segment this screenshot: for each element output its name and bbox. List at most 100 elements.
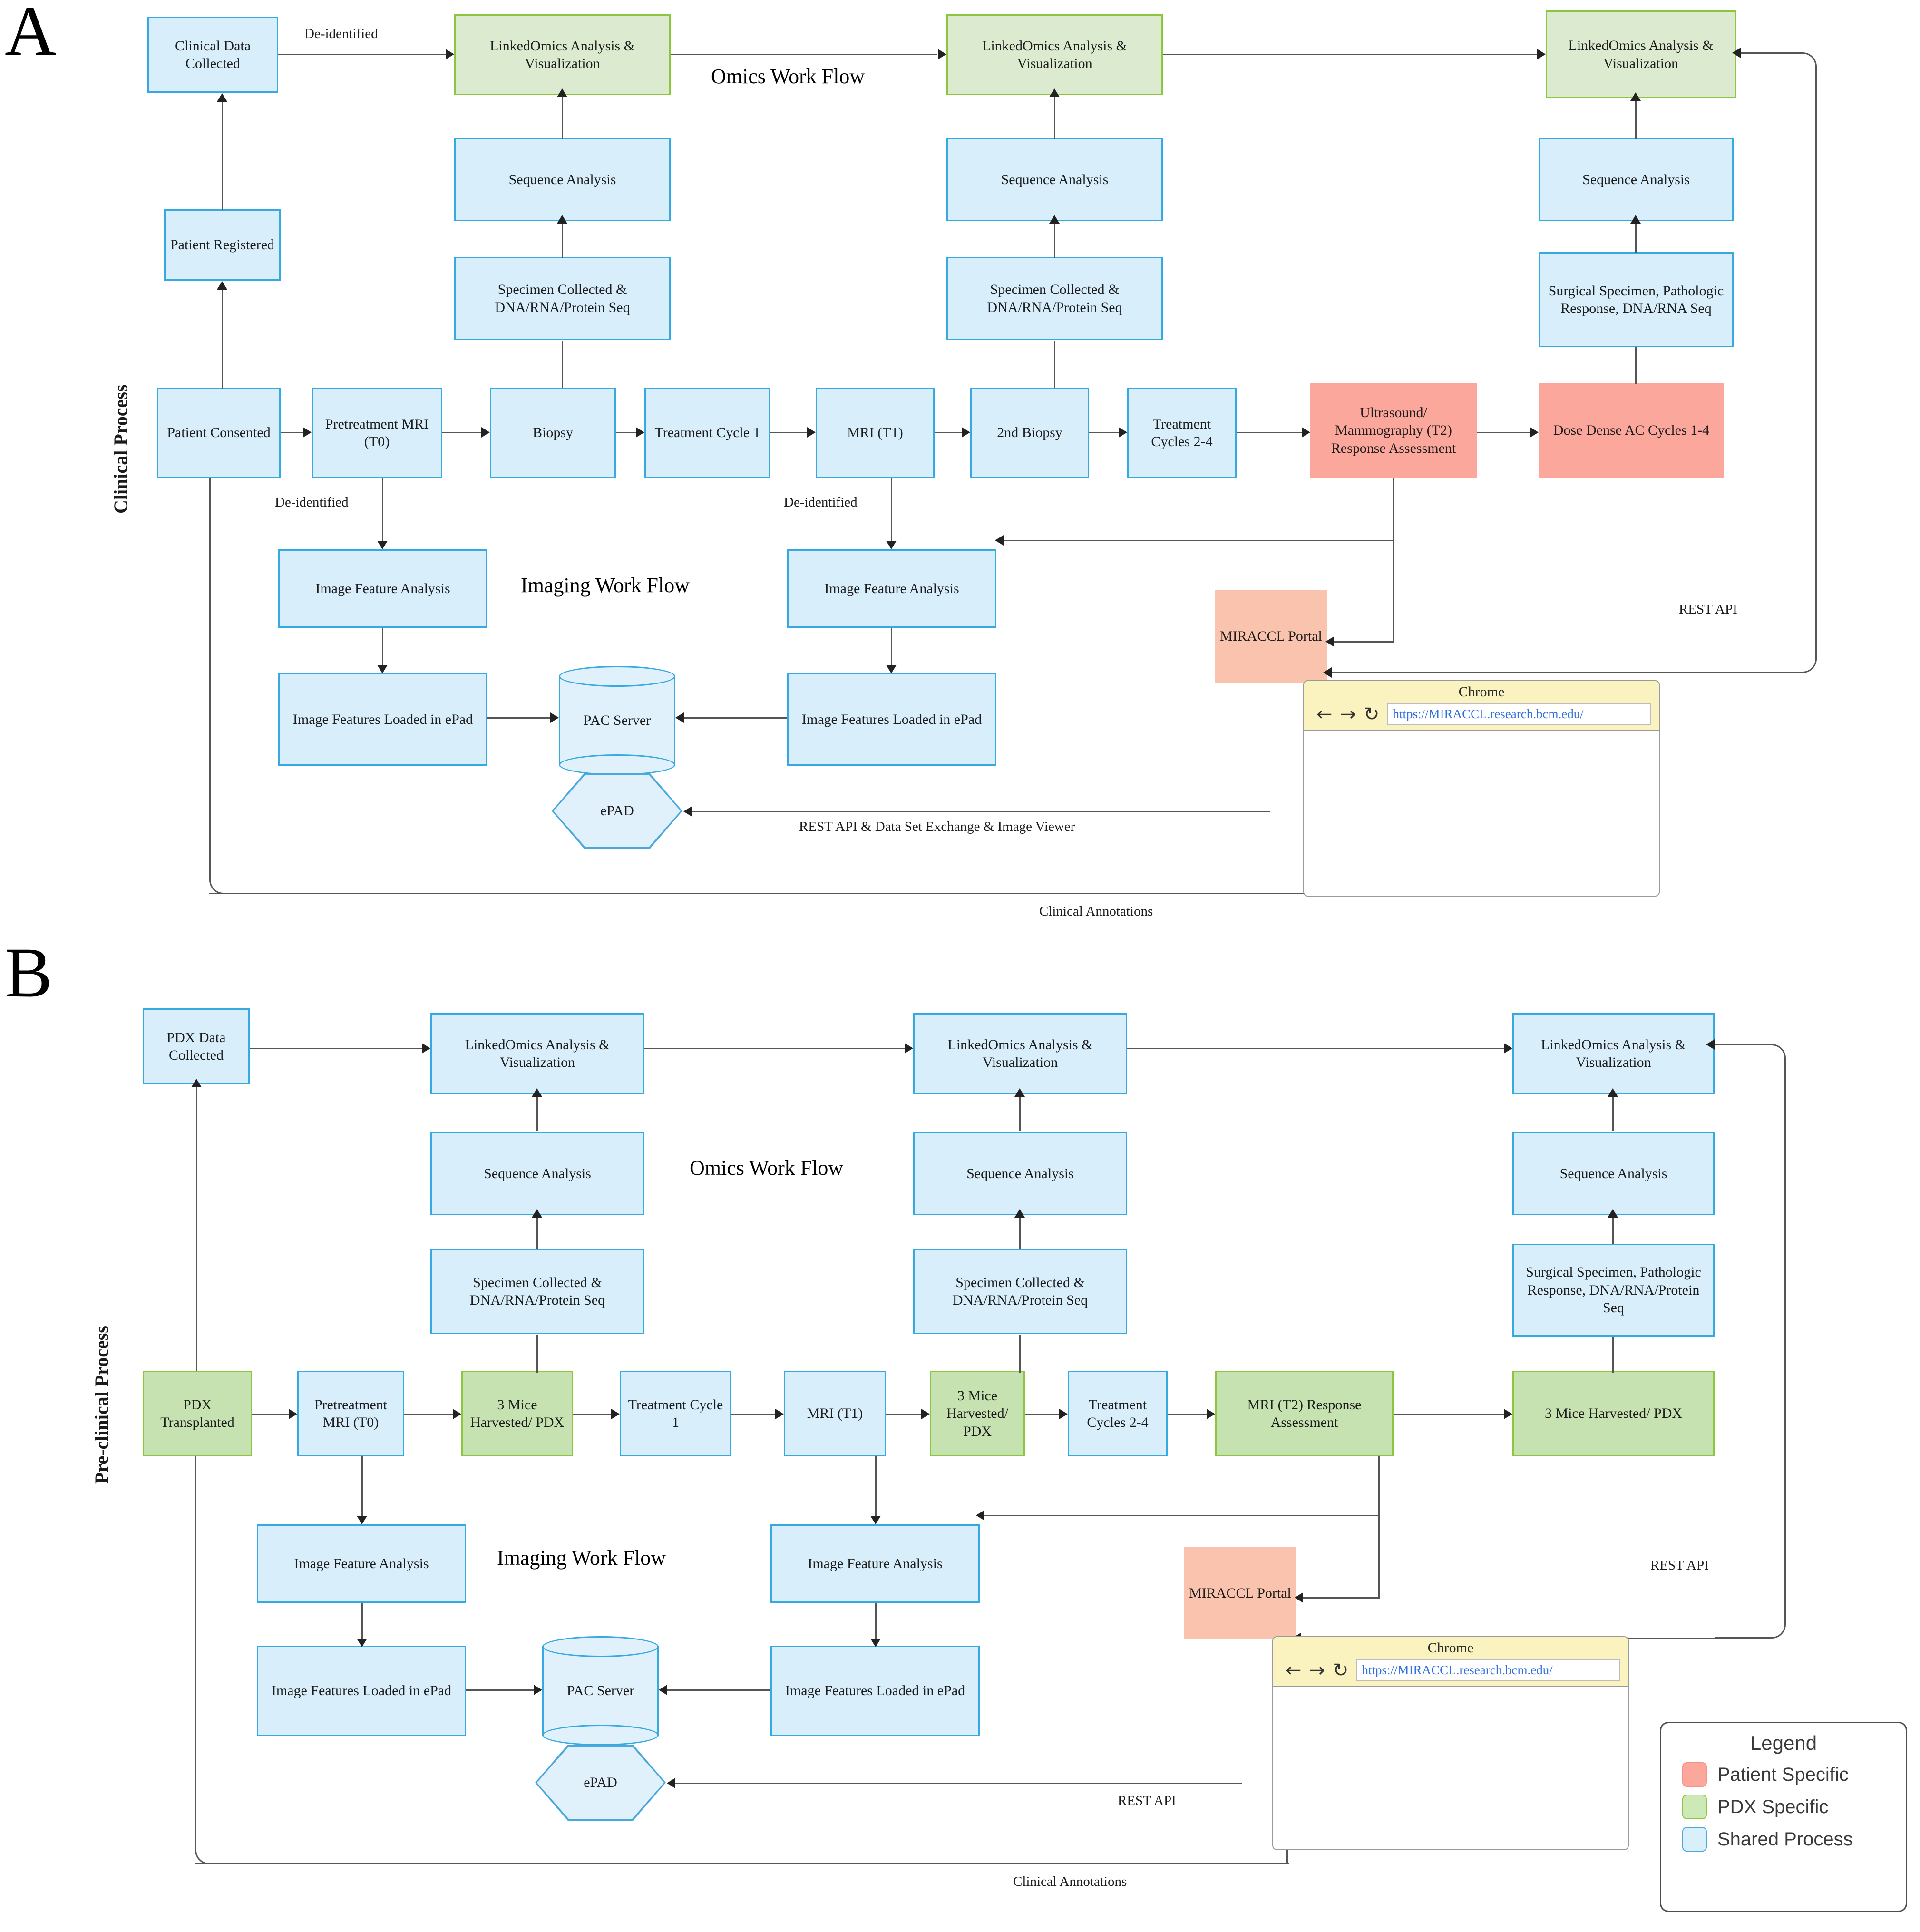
- edge-spec-seq-b3: [1612, 1216, 1614, 1244]
- node-pretreatment-mri-a: Pretreatment MRI (T0): [312, 388, 442, 478]
- edge-mice-spec-b3: [1612, 1337, 1614, 1373]
- legend-title: Legend: [1750, 1732, 1817, 1754]
- edge-spec-seq-b1: [536, 1216, 538, 1249]
- node-pdx-transplanted: PDX Transplanted: [143, 1371, 252, 1456]
- edge-mrit2-left-b: [984, 1515, 1380, 1516]
- arrowhead: [807, 427, 816, 438]
- node-patient-consented: Patient Consented: [157, 388, 281, 478]
- address-bar-b[interactable]: https://MIRACCL.research.bcm.edu/: [1356, 1659, 1620, 1681]
- legend-item-shared-process: Shared Process: [1682, 1827, 1906, 1852]
- edge-mri-ifa-b1: [361, 1456, 363, 1516]
- arrowhead: [775, 1409, 784, 1419]
- edge-row-a6: [1089, 432, 1119, 433]
- arrowhead: [532, 1209, 542, 1218]
- panel-a-side-label: Clinical Process: [110, 384, 131, 514]
- arrowhead: [1295, 1592, 1303, 1603]
- node-image-features-epad-a1: Image Features Loaded in ePad: [278, 673, 487, 766]
- node-sequence-analysis-a1: Sequence Analysis: [454, 138, 671, 221]
- panel-b-side-label: Pre-clinical Process: [91, 1326, 112, 1484]
- edge-mrit2-portal-h-b: [1303, 1597, 1380, 1599]
- arrowhead: [532, 1088, 542, 1097]
- node-treatment-cycle-1-a: Treatment Cycle 1: [644, 388, 770, 478]
- edge-seq-lo-b1: [536, 1095, 538, 1131]
- edge-row-a8: [1477, 432, 1530, 433]
- arrowhead: [886, 541, 897, 549]
- node-treatment-cycle-1-b: Treatment Cycle 1: [620, 1371, 731, 1456]
- edge-label-rest-api-right-b: REST API: [1650, 1558, 1709, 1573]
- chrome-toolbar-b: Chrome ← → ↻ https://MIRACCL.research.bc…: [1273, 1637, 1628, 1687]
- node-mice-harvested-b2: 3 Mice Harvested/ PDX: [930, 1371, 1025, 1456]
- edge-seq-lo-a2: [1054, 95, 1055, 139]
- arrowhead: [659, 1685, 667, 1695]
- arrowhead: [886, 665, 897, 673]
- node-pretreatment-mri-b: Pretreatment MRI (T0): [297, 1371, 404, 1456]
- edge-feat-pac-b2: [667, 1689, 770, 1691]
- left-arrow-icon[interactable]: ←: [1286, 1659, 1302, 1681]
- edge-ifa-feat-a1: [382, 628, 383, 665]
- arrowhead: [995, 535, 1004, 546]
- node-linkedomics-b3: LinkedOmics Analysis & Visualization: [1512, 1013, 1715, 1094]
- arrowhead: [1059, 1409, 1068, 1419]
- arrowhead: [611, 1409, 620, 1419]
- edge-row-a2: [442, 432, 481, 433]
- reload-icon[interactable]: ↻: [1333, 1659, 1349, 1681]
- edge-clinical-annot-h-b: [195, 1863, 1288, 1864]
- arrowhead: [357, 1639, 367, 1647]
- reload-icon[interactable]: ↻: [1364, 703, 1380, 725]
- edge-feat-pac-a2: [684, 717, 787, 719]
- node-patient-registered: Patient Registered: [164, 209, 281, 281]
- node-image-features-epad-b1: Image Features Loaded in ePad: [257, 1646, 466, 1736]
- arrowhead: [1537, 49, 1546, 59]
- panel-b-letter: B: [5, 933, 53, 1012]
- legend-label-patient-specific: Patient Specific: [1717, 1764, 1849, 1785]
- right-arrow-icon[interactable]: →: [1340, 703, 1356, 725]
- chrome-window-a[interactable]: Chrome ← → ↻ https://MIRACCL.research.bc…: [1303, 680, 1660, 897]
- chrome-window-b[interactable]: Chrome ← → ↻ https://MIRACCL.research.bc…: [1272, 1636, 1629, 1850]
- edge-lo1-lo2: [671, 54, 937, 55]
- arrowhead: [557, 215, 567, 224]
- node-specimen-collected-b1: Specimen Collected & DNA/RNA/Protein Seq: [430, 1249, 644, 1334]
- edge-row-b8: [1394, 1414, 1504, 1415]
- arrowhead: [534, 1685, 542, 1695]
- legend-item-patient-specific: Patient Specific: [1682, 1762, 1906, 1787]
- arrowhead: [422, 1043, 430, 1054]
- edge-mri-ifa-b2: [875, 1456, 877, 1516]
- node-mri-t2-response-b: MRI (T2) Response Assessment: [1215, 1371, 1394, 1456]
- arrowhead: [636, 427, 644, 438]
- node-miraccl-portal-b: MIRACCL Portal: [1184, 1547, 1296, 1639]
- node-pdx-data-collected: PDX Data Collected: [143, 1008, 250, 1084]
- edge-row-a7: [1237, 432, 1302, 433]
- chrome-toolbar-a: Chrome ← → ↻ https://MIRACCL.research.bc…: [1304, 681, 1659, 731]
- arrowhead: [1630, 215, 1641, 224]
- right-arrow-icon[interactable]: →: [1309, 1659, 1325, 1681]
- node-surgical-specimen-b: Surgical Specimen, Pathologic Response, …: [1512, 1244, 1715, 1337]
- edge-label-clinical-annotations-a: Clinical Annotations: [1039, 904, 1153, 919]
- node-sequence-analysis-a3: Sequence Analysis: [1539, 138, 1734, 221]
- edge-clinicaldata-linkedomics: [278, 54, 446, 55]
- node-image-feature-analysis-b2: Image Feature Analysis: [770, 1524, 980, 1603]
- legend-swatch-patient-specific: [1682, 1762, 1707, 1787]
- edge-label-rest-api-a: REST API: [1679, 602, 1737, 617]
- node-second-biopsy-a: 2nd Biopsy: [970, 388, 1089, 478]
- edge-restapi-loop-a: [1741, 52, 1817, 673]
- arrowhead: [1608, 1209, 1618, 1218]
- node-mice-harvested-b1: 3 Mice Harvested/ PDX: [461, 1371, 573, 1456]
- edge-patientreg-clinicaldata: [222, 100, 223, 210]
- edge-row-b1: [252, 1414, 289, 1415]
- legend-box: Legend Patient Specific PDX Specific Sha…: [1660, 1722, 1907, 1912]
- address-bar-a[interactable]: https://MIRACCL.research.bcm.edu/: [1387, 703, 1651, 725]
- legend-label-pdx-specific: PDX Specific: [1717, 1796, 1829, 1817]
- arrowhead: [675, 712, 684, 723]
- node-image-features-epad-b2: Image Features Loaded in ePad: [770, 1646, 980, 1736]
- legend-swatch-shared-process: [1682, 1827, 1707, 1852]
- edge-restapi-epad-a: [692, 811, 1270, 812]
- arrowhead: [191, 1079, 202, 1087]
- node-image-feature-analysis-b1: Image Feature Analysis: [257, 1524, 466, 1603]
- arrowhead: [446, 49, 454, 59]
- edge-spec-seq-a3: [1635, 222, 1637, 253]
- left-arrow-icon[interactable]: ←: [1316, 703, 1333, 725]
- edge-label-deidentified-top: De-identified: [304, 26, 378, 41]
- edge-label-clinical-annotations-b: Clinical Annotations: [1013, 1874, 1127, 1889]
- edge-clinical-annotations-loop-b: [195, 1674, 1289, 1864]
- arrowhead: [1530, 427, 1539, 438]
